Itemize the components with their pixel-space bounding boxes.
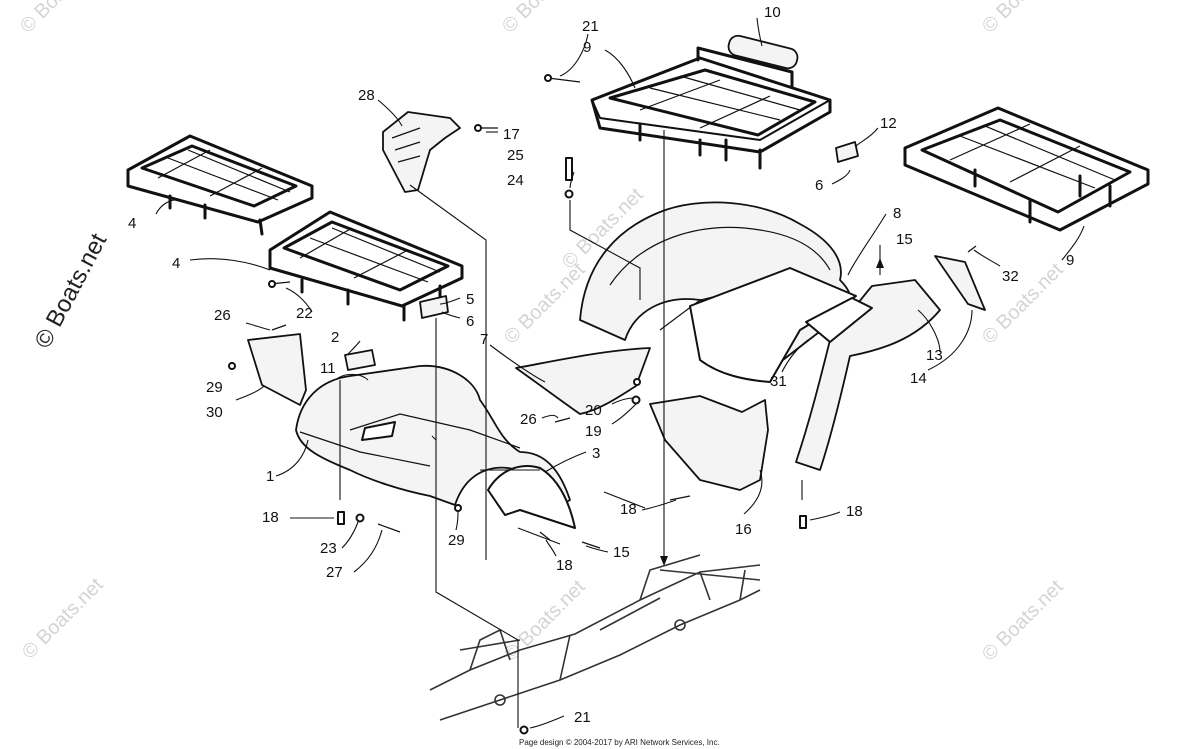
- footwell-16: [649, 395, 769, 491]
- callout-13: 13: [926, 347, 943, 364]
- trim-32: [934, 255, 986, 311]
- callout-20: 20: [585, 402, 602, 419]
- callout-16: 16: [735, 521, 752, 538]
- callout-12: 12: [880, 115, 897, 132]
- fasteners: [228, 74, 977, 735]
- watermark-side: © Boats.net: [29, 229, 112, 353]
- rack-pad: [727, 34, 799, 70]
- callout-6: 6: [466, 313, 474, 330]
- callout-11: 11: [320, 360, 336, 377]
- callout-19: 19: [585, 423, 602, 440]
- footwell-3: [487, 465, 576, 529]
- watermark-tile: © Boats.net: [18, 574, 108, 664]
- watermark-tile: © Boats.net: [500, 259, 590, 349]
- rear-rack-top: [590, 46, 832, 170]
- vehicle-frame: [429, 554, 761, 721]
- callout-18: 18: [262, 509, 279, 526]
- callout-23: 23: [320, 540, 337, 557]
- callout-7: 7: [480, 331, 488, 348]
- callout-1: 1: [266, 468, 274, 485]
- leader-lines: [155, 17, 1085, 729]
- callout-17: 17: [503, 126, 520, 143]
- callout-21: 21: [574, 709, 591, 726]
- plate-12: [835, 141, 859, 163]
- plate-5: [419, 295, 449, 319]
- callout-15: 15: [896, 231, 913, 248]
- front-rack-upper: [126, 134, 314, 236]
- callout-4: 4: [172, 255, 180, 272]
- watermark-tile: © Boats.net: [16, 0, 106, 38]
- callout-27: 27: [326, 564, 343, 581]
- callout-labels: 21 9 10 28 17 25 24 12 6 4 4 8 15 9 32 5…: [128, 4, 1074, 726]
- callout-26: 26: [520, 411, 537, 428]
- callout-24: 24: [507, 172, 524, 189]
- callout-10: 10: [764, 4, 781, 21]
- watermark-tile: © Boats.net: [978, 0, 1068, 38]
- side-panel-30: [247, 333, 307, 406]
- callout-18: 18: [556, 557, 573, 574]
- callout-29: 29: [448, 532, 465, 549]
- watermark-tile: © Boats.net: [978, 576, 1068, 666]
- callout-8: 8: [893, 205, 901, 222]
- footer-copyright: Page design © 2004-2017 by ARI Network S…: [519, 738, 720, 747]
- callout-9: 9: [1066, 252, 1074, 269]
- bracket-28: [382, 111, 461, 193]
- mud-flap: [795, 279, 941, 471]
- callout-32: 32: [1002, 268, 1019, 285]
- pad-2: [344, 349, 376, 371]
- callout-25: 25: [507, 147, 524, 164]
- callout-9: 9: [583, 39, 591, 56]
- callout-26: 26: [214, 307, 231, 324]
- callout-5: 5: [466, 291, 474, 308]
- callout-22: 22: [296, 305, 313, 322]
- callout-21: 21: [582, 18, 599, 35]
- callout-30: 30: [206, 404, 223, 421]
- callout-28: 28: [358, 87, 375, 104]
- rear-fender: [579, 201, 857, 383]
- callout-2: 2: [331, 329, 339, 346]
- callout-18: 18: [620, 501, 637, 518]
- callout-31: 31: [770, 373, 787, 390]
- callout-14: 14: [910, 370, 927, 387]
- callout-29: 29: [206, 379, 223, 396]
- callout-18: 18: [846, 503, 863, 520]
- callout-15: 15: [613, 544, 630, 561]
- rear-rack-right: [903, 106, 1150, 232]
- side-cover-7: [515, 347, 651, 415]
- callout-6: 6: [815, 177, 823, 194]
- front-rack-lower: [268, 210, 464, 322]
- callout-3: 3: [592, 445, 600, 462]
- watermark-tile: © Boats.net: [498, 0, 588, 38]
- watermark-tile: © Boats.net: [978, 259, 1068, 349]
- callout-4: 4: [128, 215, 136, 232]
